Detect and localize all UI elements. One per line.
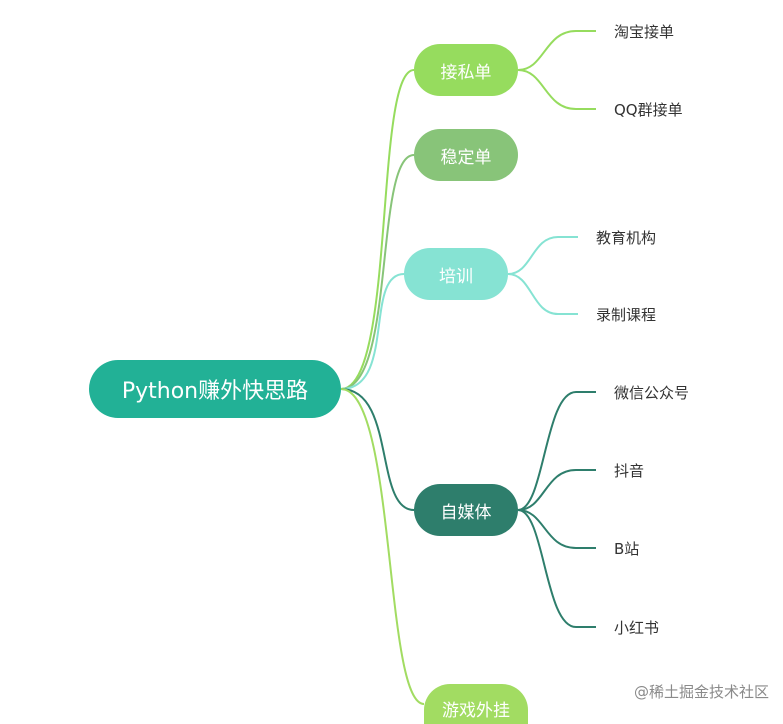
leaf-node-education-institutions[interactable]: 教育机构: [596, 229, 657, 247]
branch-leaf-connector: [517, 509, 596, 628]
root-branch-connector: [340, 273, 405, 390]
branch-leaf-connector: [507, 236, 578, 275]
leaf-node-bilibili[interactable]: B站: [614, 540, 640, 558]
root-branch-connector: [340, 69, 415, 390]
leaf-node-douyin[interactable]: 抖音: [614, 462, 645, 480]
branch-leaf-connector: [517, 391, 596, 511]
branch-node-training[interactable]: 培训: [404, 248, 508, 300]
leaf-node-recorded-courses[interactable]: 录制课程: [596, 306, 657, 324]
branch-leaf-connector: [507, 273, 578, 315]
root-branch-connector: [340, 154, 415, 390]
root-node[interactable]: Python赚外快思路: [89, 360, 341, 418]
watermark-text: @稀土掘金技术社区: [633, 683, 769, 701]
branch-node-game-plugins[interactable]: 游戏外挂: [424, 684, 528, 724]
branch-leaf-connector: [517, 469, 596, 511]
branch-leaf-connector: [517, 509, 596, 549]
branch-leaf-connector: [517, 69, 596, 110]
branch-leaf-connector: [517, 30, 596, 71]
branch-node-private-orders[interactable]: 接私单: [414, 44, 518, 96]
root-branch-connector: [340, 388, 425, 705]
leaf-node-xiaohongshu[interactable]: 小红书: [614, 619, 660, 637]
root-branch-connector: [340, 388, 415, 511]
leaf-node-wechat-official-account[interactable]: 微信公众号: [614, 384, 690, 402]
branch-node-stable-orders[interactable]: 稳定单: [414, 129, 518, 181]
leaf-node-taobao-orders[interactable]: 淘宝接单: [614, 23, 675, 41]
branch-node-self-media[interactable]: 自媒体: [414, 484, 518, 536]
leaf-node-qq-group-orders[interactable]: QQ群接单: [614, 101, 683, 119]
